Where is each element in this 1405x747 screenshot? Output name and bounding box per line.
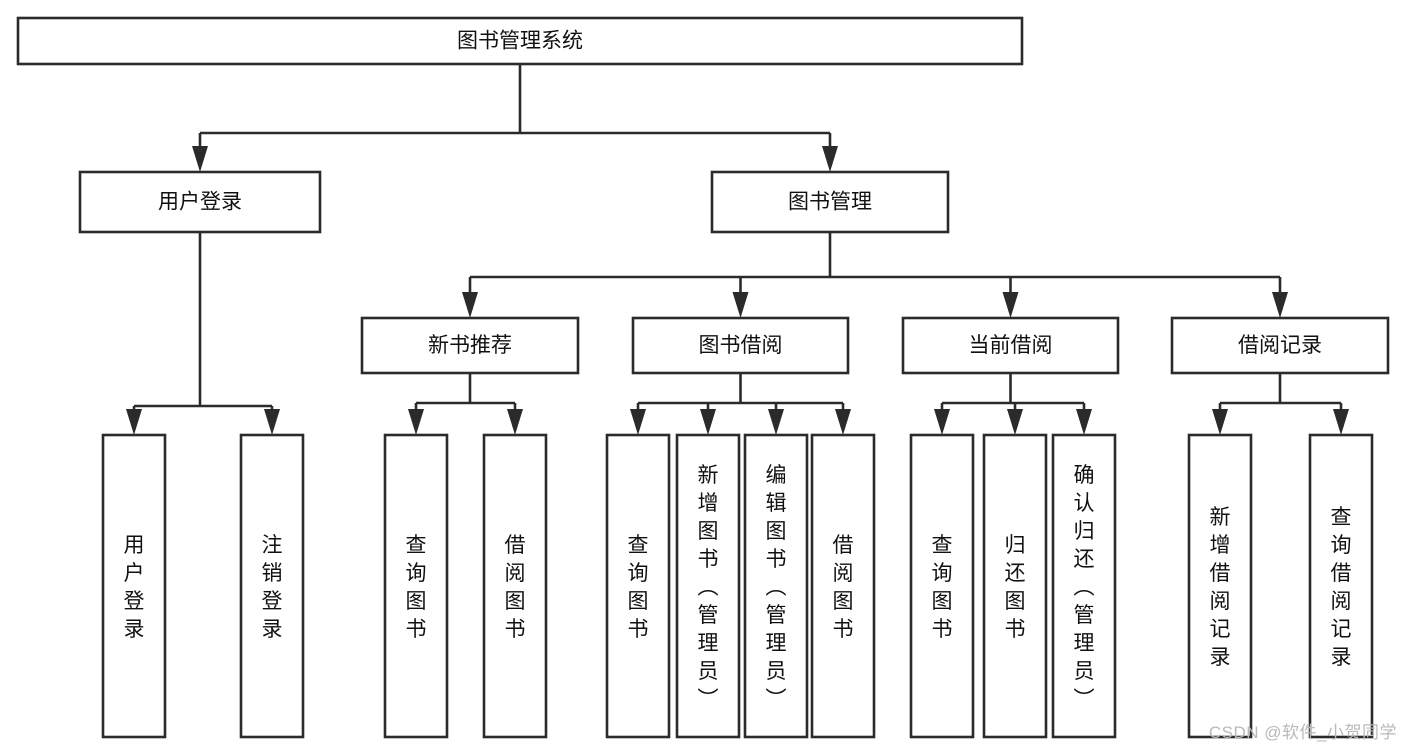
edges-layer <box>126 64 1349 435</box>
node-box-root <box>16 16 1024 66</box>
node-box-new-book-rec <box>360 316 580 375</box>
node-new-book-rec[interactable]: 新书推荐 <box>360 316 580 375</box>
arrow-head <box>732 292 749 318</box>
arrow-head <box>408 409 424 435</box>
node-box-leaf-rec-borrow-book <box>482 433 548 739</box>
arrow-head <box>264 409 280 435</box>
arrow-head <box>126 409 142 435</box>
node-label-book-manage: 图书管理 <box>788 191 872 214</box>
edge-group-root <box>192 64 838 172</box>
node-leaf-user-login[interactable]: 用户登录 <box>101 433 167 739</box>
node-box-user-login <box>78 170 322 234</box>
node-current-borrow[interactable]: 当前借阅 <box>901 316 1120 375</box>
arrow-head <box>768 409 784 435</box>
arrow-head <box>1002 292 1019 318</box>
arrow-head <box>1272 292 1288 318</box>
node-leaf-rec-query-book[interactable]: 查询图书 <box>383 433 449 739</box>
node-box-leaf-br-query-record <box>1308 433 1374 739</box>
node-root[interactable]: 图书管理系统 <box>16 16 1024 66</box>
node-leaf-logout[interactable]: 注销登录 <box>239 433 305 739</box>
node-label-leaf-cb-return-book: 归还图书 <box>1005 534 1026 641</box>
node-box-leaf-cb-return-book <box>982 433 1048 739</box>
node-user-login[interactable]: 用户登录 <box>78 170 322 234</box>
node-box-leaf-cb-query-book <box>909 433 975 739</box>
arrow-head <box>1212 409 1228 435</box>
node-label-borrow-record: 借阅记录 <box>1238 334 1322 357</box>
arrow-head <box>822 146 838 172</box>
node-box-leaf-rec-query-book <box>383 433 449 739</box>
node-label-leaf-cb-confirm-return: 确认归还︵管理员︶ <box>1074 464 1095 711</box>
node-leaf-cb-query-book[interactable]: 查询图书 <box>909 433 975 739</box>
node-box-book-borrow <box>631 316 850 375</box>
node-box-leaf-br-add-record <box>1187 433 1253 739</box>
arrow-head <box>1333 409 1349 435</box>
edge-group-borrow-record <box>1212 373 1349 435</box>
node-label-leaf-bb-query-book: 查询图书 <box>628 534 649 641</box>
edge-group-user-login <box>126 232 280 435</box>
node-label-current-borrow: 当前借阅 <box>969 334 1053 357</box>
arrow-head <box>507 409 523 435</box>
node-leaf-bb-query-book[interactable]: 查询图书 <box>605 433 671 739</box>
edge-group-book-manage <box>462 232 1288 318</box>
edge-group-new-book-rec <box>408 373 523 435</box>
node-label-leaf-user-login: 用户登录 <box>124 534 145 641</box>
node-box-leaf-bb-add-book <box>675 433 741 739</box>
node-label-new-book-rec: 新书推荐 <box>428 334 512 357</box>
node-label-leaf-logout: 注销登录 <box>262 534 283 641</box>
node-book-manage[interactable]: 图书管理 <box>710 170 950 234</box>
nodes-layer: 图书管理系统用户登录图书管理新书推荐图书借阅当前借阅借阅记录用户登录注销登录查询… <box>16 16 1390 739</box>
node-borrow-record[interactable]: 借阅记录 <box>1170 316 1390 375</box>
node-box-current-borrow <box>901 316 1120 375</box>
node-leaf-br-add-record[interactable]: 新增借阅记录 <box>1187 433 1253 739</box>
node-leaf-bb-borrow-book[interactable]: 借阅图书 <box>810 433 876 739</box>
node-leaf-bb-edit-book[interactable]: 编辑图书︵管理员︶ <box>743 433 809 739</box>
node-box-leaf-bb-borrow-book <box>810 433 876 739</box>
node-box-book-manage <box>710 170 950 234</box>
node-box-leaf-cb-confirm-return <box>1051 433 1117 739</box>
watermark-text: CSDN @软件_小贺同学 <box>1208 723 1397 742</box>
node-label-leaf-cb-query-book: 查询图书 <box>932 534 953 641</box>
node-label-leaf-bb-add-book: 新增图书︵管理员︶ <box>698 464 719 711</box>
node-label-leaf-rec-borrow-book: 借阅图书 <box>505 534 526 641</box>
node-leaf-rec-borrow-book[interactable]: 借阅图书 <box>482 433 548 739</box>
node-box-leaf-user-login <box>101 433 167 739</box>
arrow-head <box>934 409 950 435</box>
arrow-head <box>192 146 208 172</box>
node-leaf-cb-confirm-return[interactable]: 确认归还︵管理员︶ <box>1051 433 1117 739</box>
arrow-head <box>1007 409 1023 435</box>
node-box-leaf-bb-edit-book <box>743 433 809 739</box>
node-label-leaf-br-query-record: 查询借阅记录 <box>1331 506 1352 669</box>
node-label-leaf-bb-borrow-book: 借阅图书 <box>833 534 854 641</box>
node-leaf-bb-add-book[interactable]: 新增图书︵管理员︶ <box>675 433 741 739</box>
arrow-head <box>835 409 851 435</box>
node-label-root: 图书管理系统 <box>457 30 583 53</box>
arrow-head <box>630 409 646 435</box>
node-label-user-login: 用户登录 <box>158 191 242 214</box>
node-label-book-borrow: 图书借阅 <box>699 334 783 357</box>
arrow-head <box>1076 409 1092 435</box>
arrow-head <box>700 409 716 435</box>
node-label-leaf-rec-query-book: 查询图书 <box>406 534 427 641</box>
arrow-head <box>462 292 478 318</box>
node-book-borrow[interactable]: 图书借阅 <box>631 316 850 375</box>
node-label-leaf-br-add-record: 新增借阅记录 <box>1210 506 1231 669</box>
node-box-leaf-logout <box>239 433 305 739</box>
node-box-leaf-bb-query-book <box>605 433 671 739</box>
node-box-borrow-record <box>1170 316 1390 375</box>
node-leaf-br-query-record[interactable]: 查询借阅记录 <box>1308 433 1374 739</box>
node-label-leaf-bb-edit-book: 编辑图书︵管理员︶ <box>766 464 787 711</box>
node-leaf-cb-return-book[interactable]: 归还图书 <box>982 433 1048 739</box>
edge-group-current-borrow <box>934 373 1092 435</box>
edge-group-book-borrow <box>630 373 851 435</box>
